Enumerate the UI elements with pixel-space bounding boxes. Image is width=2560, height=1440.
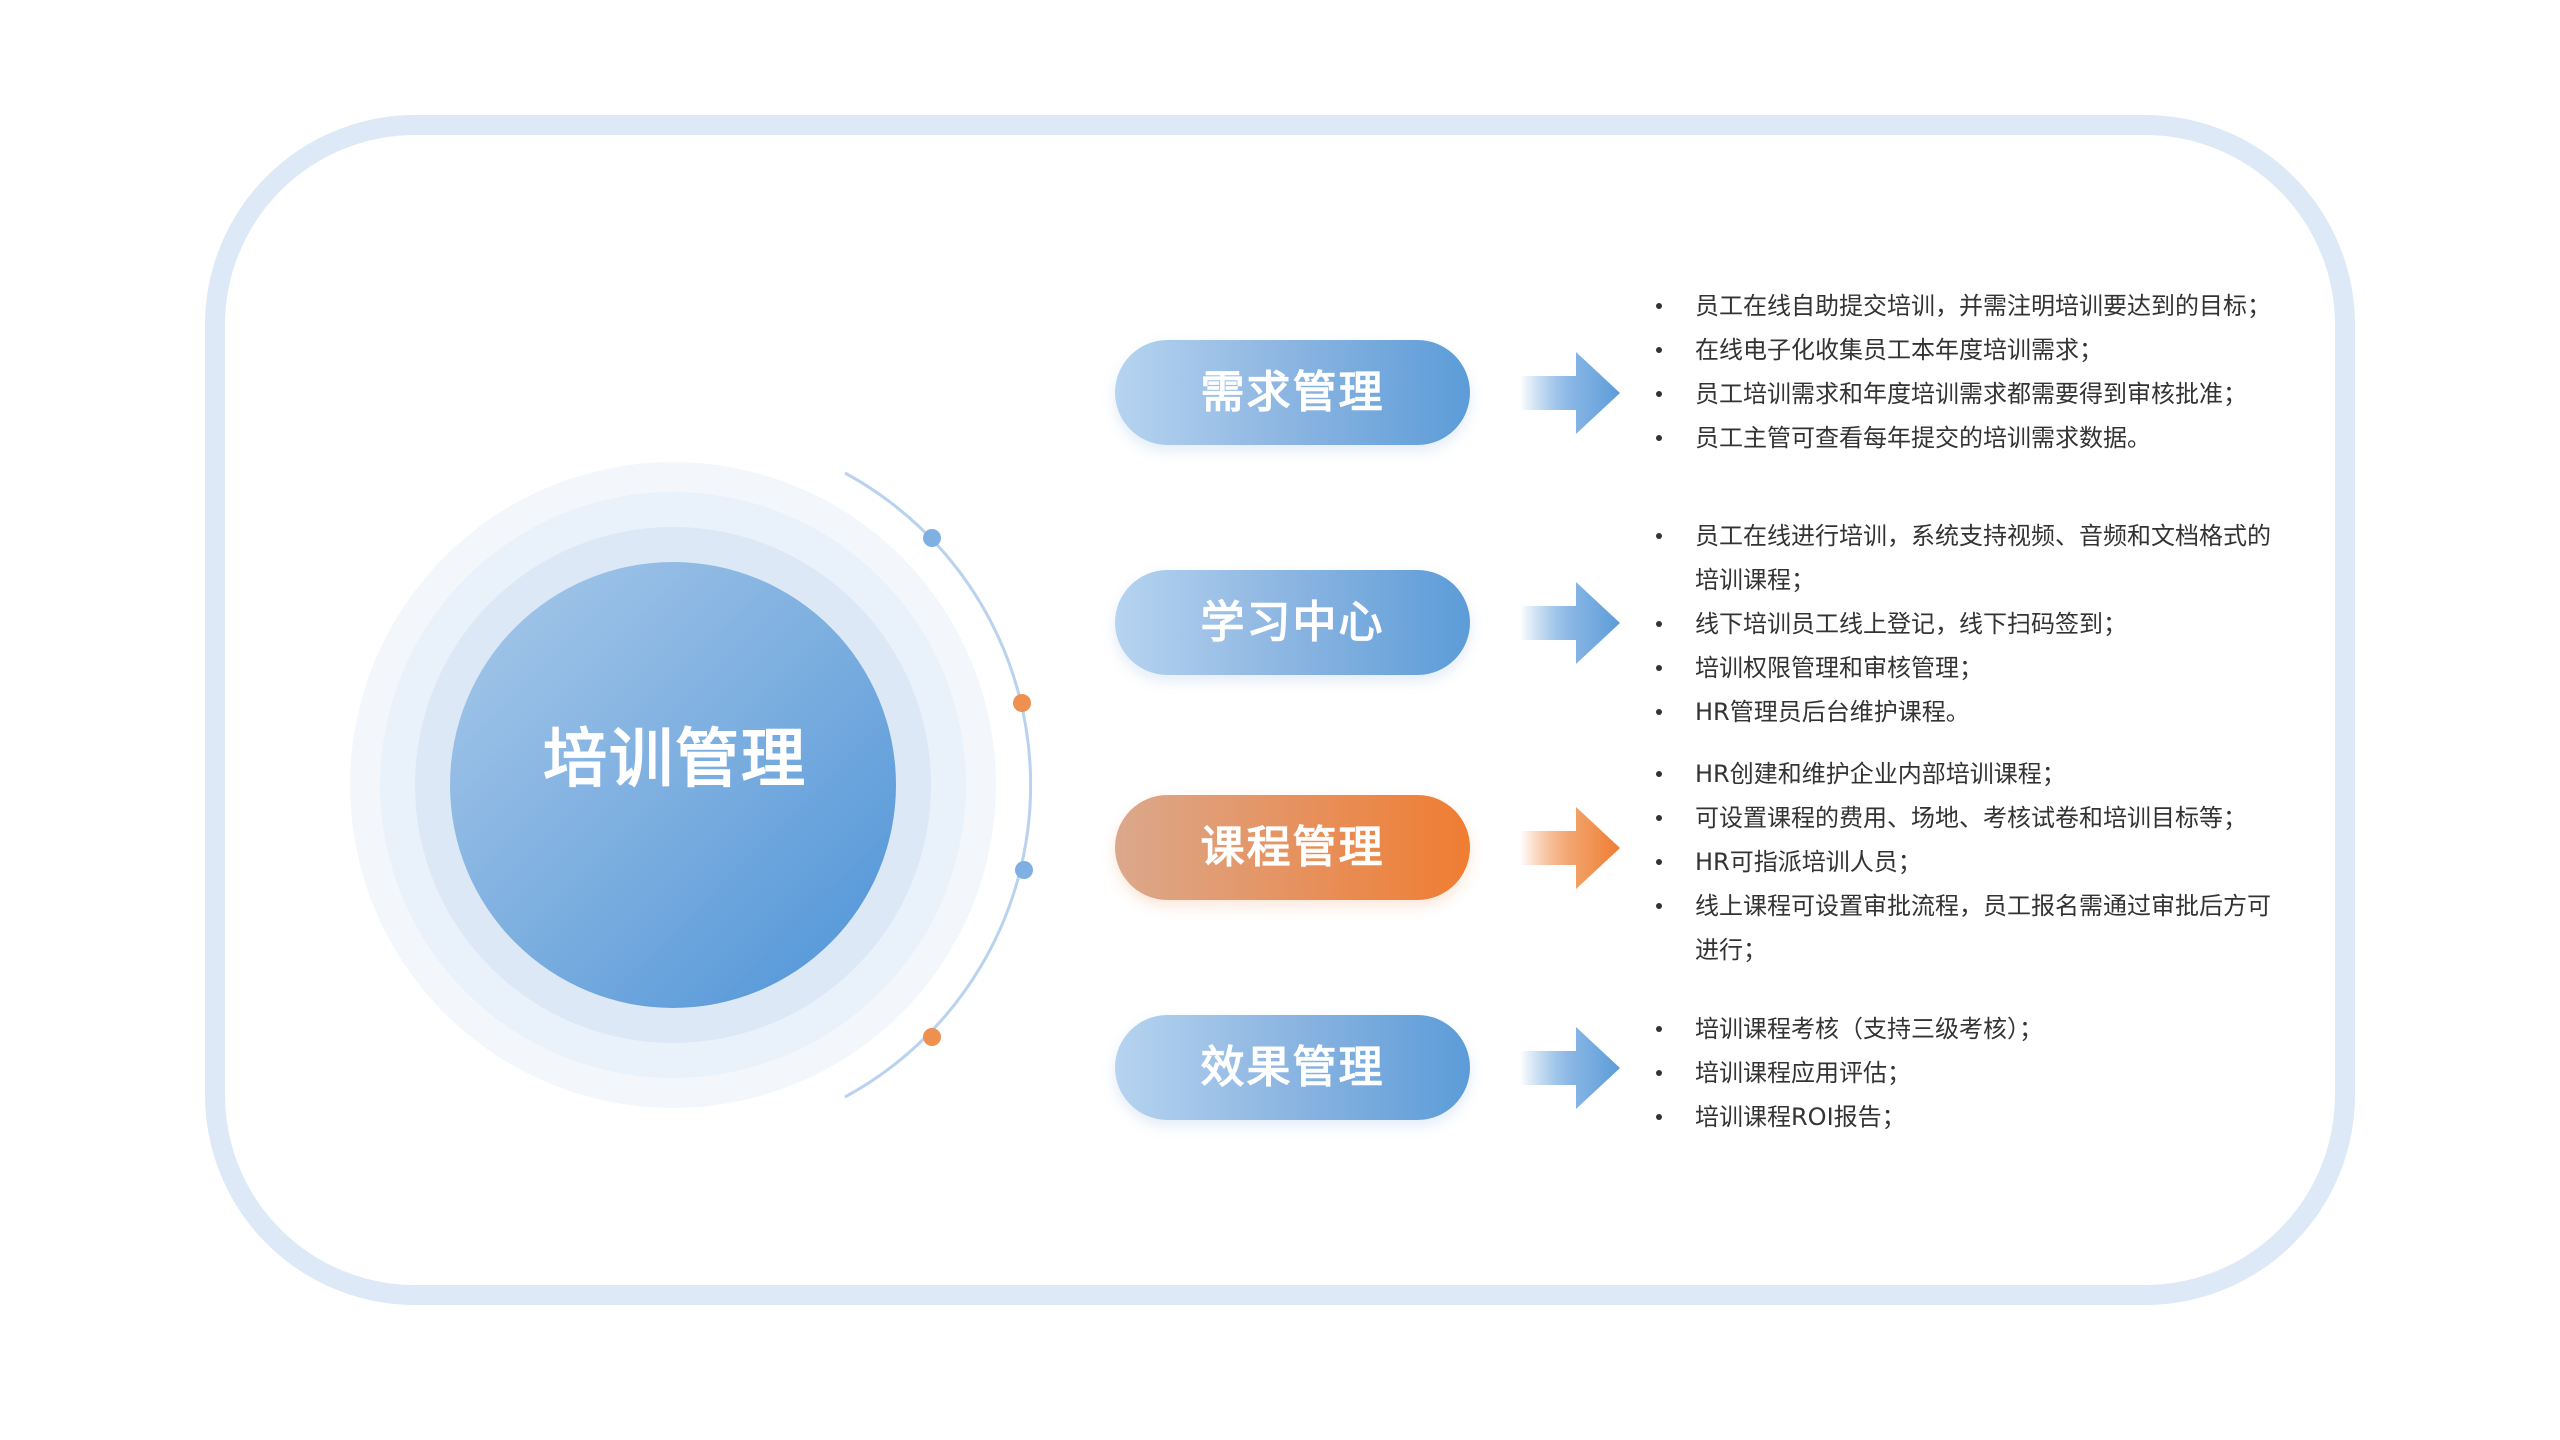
module-desc-course: HR创建和维护企业内部培训课程； 可设置课程的费用、场地、考核试卷和培训目标等；…: [1650, 752, 2290, 972]
center-title: 培训管理: [543, 723, 807, 797]
list-item: HR管理员后台维护课程。: [1650, 690, 2290, 734]
arrow-right-icon: [1520, 582, 1620, 664]
module-pill-effect: 效果管理: [1115, 1015, 1470, 1120]
orbit-dot-orange-2: [923, 1028, 941, 1046]
core-circle: [450, 562, 896, 1008]
module-desc-demand: 员工在线自助提交培训，并需注明培训要达到的目标； 在线电子化收集员工本年度培训需…: [1650, 284, 2290, 460]
module-pill-demand: 需求管理: [1115, 340, 1470, 445]
list-item: 在线电子化收集员工本年度培训需求；: [1650, 328, 2290, 372]
list-item: 可设置课程的费用、场地、考核试卷和培训目标等；: [1650, 796, 2290, 840]
list-item: HR可指派培训人员；: [1650, 840, 2290, 884]
list-item: HR创建和维护企业内部培训课程；: [1650, 752, 2290, 796]
list-item: 线上课程可设置审批流程，员工报名需通过审批后方可进行；: [1650, 884, 2290, 972]
list-item: 线下培训员工线上登记，线下扫码签到；: [1650, 602, 2290, 646]
list-item: 员工在线自助提交培训，并需注明培训要达到的目标；: [1650, 284, 2290, 328]
list-item: 培训课程考核（支持三级考核）；: [1650, 1007, 2290, 1051]
list-item: 员工培训需求和年度培训需求都需要得到审核批准；: [1650, 372, 2290, 416]
orbit-dot-blue-2: [1015, 861, 1033, 879]
orbit-dot-orange-1: [1013, 694, 1031, 712]
list-item: 员工在线进行培训，系统支持视频、音频和文档格式的培训课程；: [1650, 514, 2290, 602]
list-item: 培训课程ROI报告；: [1650, 1095, 2290, 1139]
list-item: 员工主管可查看每年提交的培训需求数据。: [1650, 416, 2290, 460]
arrow-right-icon: [1520, 352, 1620, 434]
module-pill-learning: 学习中心: [1115, 570, 1470, 675]
rounded-frame: [205, 115, 2355, 1305]
module-pill-course: 课程管理: [1115, 795, 1470, 900]
arrow-right-icon: [1520, 807, 1620, 889]
orbit-dot-blue-1: [923, 529, 941, 547]
list-item: 培训课程应用评估；: [1650, 1051, 2290, 1095]
module-desc-effect: 培训课程考核（支持三级考核）； 培训课程应用评估； 培训课程ROI报告；: [1650, 1007, 2290, 1139]
list-item: 培训权限管理和审核管理；: [1650, 646, 2290, 690]
arrow-right-icon: [1520, 1027, 1620, 1109]
module-desc-learning: 员工在线进行培训，系统支持视频、音频和文档格式的培训课程； 线下培训员工线上登记…: [1650, 514, 2290, 734]
